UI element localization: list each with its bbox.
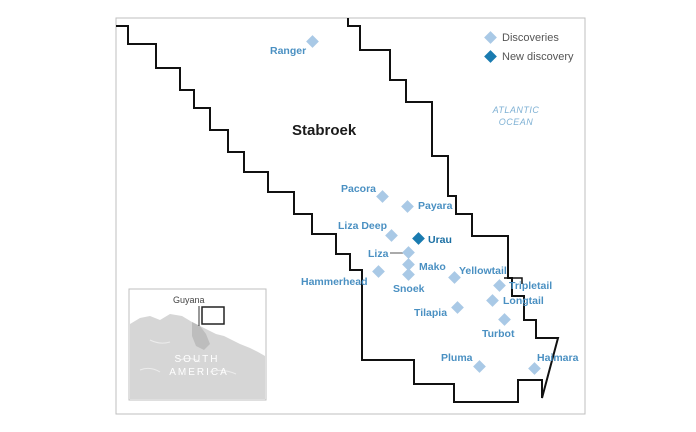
discovery-marker-pluma[interactable] bbox=[473, 360, 486, 373]
discovery-marker-tilapia[interactable] bbox=[451, 301, 464, 314]
discovery-label-haimara: Haimara bbox=[537, 352, 579, 364]
discovery-marker-tripletail[interactable] bbox=[493, 279, 506, 292]
discovery-marker-payara[interactable] bbox=[401, 200, 414, 213]
discovery-label-tripletail: Tripletail bbox=[509, 280, 552, 292]
discovery-marker-turbot[interactable] bbox=[498, 313, 511, 326]
discoveries-layer: Ranger Pacora Payara Liza Deep Urau Liza… bbox=[270, 35, 579, 375]
legend: Discoveries New discovery bbox=[484, 31, 574, 63]
sub-boundary bbox=[504, 277, 523, 284]
discovery-marker-longtail[interactable] bbox=[486, 294, 499, 307]
discovery-marker-liza-deep[interactable] bbox=[385, 229, 398, 242]
discovery-label-yellowtail: Yellowtail bbox=[459, 265, 507, 277]
discovery-label-pluma: Pluma bbox=[441, 352, 473, 364]
inset-locator-map: Guyana SOUTH AMERICA bbox=[128, 288, 267, 401]
inset-country-label: Guyana bbox=[173, 295, 205, 305]
inset-continent-line2: AMERICA bbox=[169, 367, 229, 378]
discovery-marker-mako[interactable] bbox=[402, 258, 415, 271]
ocean-label-line1: ATLANTIC bbox=[492, 105, 540, 115]
discovery-label-liza-deep: Liza Deep bbox=[338, 220, 387, 232]
discovery-marker-hammerhead[interactable] bbox=[372, 265, 385, 278]
discovery-marker-snoek[interactable] bbox=[402, 268, 415, 281]
block-label: Stabroek bbox=[292, 122, 357, 139]
legend-new-discovery-marker bbox=[484, 50, 497, 63]
ocean-label-line2: OCEAN bbox=[499, 117, 534, 127]
discovery-marker-ranger[interactable] bbox=[306, 35, 319, 48]
new-discovery-marker-urau[interactable] bbox=[412, 232, 425, 245]
inset-continent-line1: SOUTH bbox=[175, 354, 220, 365]
south-america-landmass bbox=[130, 314, 265, 399]
discovery-marker-liza[interactable] bbox=[402, 246, 415, 259]
legend-discoveries-label: Discoveries bbox=[502, 32, 559, 44]
discovery-label-tilapia: Tilapia bbox=[414, 307, 447, 319]
discovery-label-mako: Mako bbox=[419, 261, 446, 273]
discovery-label-snoek: Snoek bbox=[393, 283, 425, 295]
stabroek-block-boundary bbox=[116, 18, 560, 403]
discovery-label-hammerhead: Hammerhead bbox=[301, 276, 368, 288]
discovery-label-liza: Liza bbox=[368, 248, 389, 260]
discovery-label-payara: Payara bbox=[418, 200, 453, 212]
guyana-shape bbox=[192, 322, 210, 350]
discovery-label-longtail: Longtail bbox=[503, 295, 544, 307]
legend-new-discovery-label: New discovery bbox=[502, 51, 574, 63]
inset-highlight-box bbox=[201, 306, 225, 325]
discovery-label-ranger: Ranger bbox=[270, 45, 306, 57]
discovery-label-pacora: Pacora bbox=[341, 183, 376, 195]
discovery-label-urau: Urau bbox=[428, 234, 452, 246]
discovery-marker-pacora[interactable] bbox=[376, 190, 389, 203]
legend-discovery-marker bbox=[484, 31, 497, 44]
discovery-marker-yellowtail[interactable] bbox=[448, 271, 461, 284]
inset-borders bbox=[139, 339, 237, 375]
discovery-label-turbot: Turbot bbox=[482, 328, 515, 340]
